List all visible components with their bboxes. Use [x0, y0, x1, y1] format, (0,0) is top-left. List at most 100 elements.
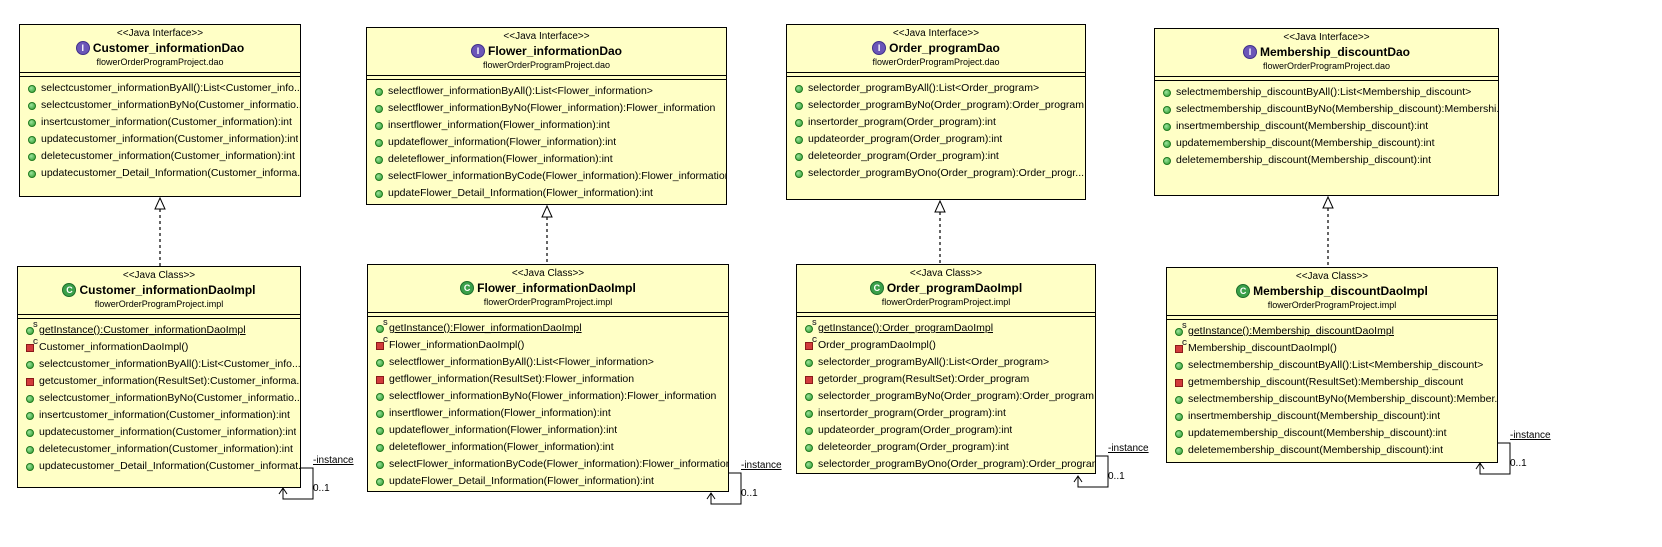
method-row[interactable]: updateorder_program(Order_program):int: [787, 131, 1085, 148]
method-row[interactable]: updateorder_program(Order_program):int: [797, 422, 1095, 439]
method-row[interactable]: insertcustomer_information(Customer_info…: [20, 114, 300, 131]
method-row[interactable]: deleteflower_information(Flower_informat…: [367, 151, 726, 168]
method-signature: deleteflower_information(Flower_informat…: [389, 441, 614, 453]
method-row[interactable]: selectmembership_discountByAll():List<Me…: [1167, 357, 1497, 374]
method-row[interactable]: selectorder_programByNo(Order_program):O…: [797, 388, 1095, 405]
method-row[interactable]: getflower_information(ResultSet):Flower_…: [368, 371, 728, 388]
public-method-icon: [26, 462, 34, 471]
method-row[interactable]: getcustomer_information(ResultSet):Custo…: [18, 373, 300, 390]
method-row[interactable]: deleteorder_program(Order_program):int: [797, 439, 1095, 456]
method-row[interactable]: getorder_program(ResultSet):Order_progra…: [797, 371, 1095, 388]
method-row[interactable]: selectcustomer_informationByAll():List<C…: [20, 80, 300, 97]
public-method-icon: [28, 84, 36, 93]
public-method-icon: [376, 409, 384, 418]
constructor-marker-icon: C: [383, 336, 389, 344]
method-row[interactable]: insertflower_information(Flower_informat…: [368, 405, 728, 422]
method-row[interactable]: updatemembership_discount(Membership_dis…: [1155, 135, 1498, 152]
method-row[interactable]: updatecustomer_information(Customer_info…: [20, 131, 300, 148]
public-method-icon: [1163, 105, 1171, 114]
method-signature: selectflower_informationByAll():List<Flo…: [388, 85, 653, 97]
realization-arrowhead: [934, 199, 946, 213]
method-signature: Flower_informationDaoImpl(): [389, 339, 525, 351]
method-row[interactable]: selectflower_informationByNo(Flower_info…: [367, 100, 726, 117]
public-method-icon: [376, 477, 384, 486]
method-row[interactable]: deleteflower_information(Flower_informat…: [368, 439, 728, 456]
realization-arrowhead: [1322, 195, 1334, 209]
method-row[interactable]: insertorder_program(Order_program):int: [787, 114, 1085, 131]
method-row[interactable]: selectcustomer_informationByNo(Customer_…: [20, 97, 300, 114]
method-row[interactable]: updatemembership_discount(Membership_dis…: [1167, 425, 1497, 442]
attributes-compartment: [368, 312, 728, 317]
method-row[interactable]: updateflower_information(Flower_informat…: [367, 134, 726, 151]
self-association-line: [282, 467, 314, 500]
method-row[interactable]: selectmembership_discountByNo(Membership…: [1167, 391, 1497, 408]
stereotype-label: <<Java Interface>>: [892, 28, 980, 39]
method-row[interactable]: getmembership_discount(ResultSet):Member…: [1167, 374, 1497, 391]
multiplicity-label: 0..1: [1108, 471, 1125, 482]
method-row[interactable]: selectcustomer_informationByNo(Customer_…: [18, 390, 300, 407]
method-row[interactable]: selectorder_programByNo(Order_program):O…: [787, 97, 1085, 114]
method-row[interactable]: insertcustomer_information(Customer_info…: [18, 407, 300, 424]
attributes-compartment: [367, 75, 726, 80]
method-row[interactable]: selectcustomer_informationByAll():List<C…: [18, 356, 300, 373]
method-row[interactable]: selectflower_informationByAll():List<Flo…: [368, 354, 728, 371]
method-row[interactable]: selectmembership_discountByAll():List<Me…: [1155, 84, 1498, 101]
method-row[interactable]: updateFlower_Detail_Information(Flower_i…: [368, 473, 728, 490]
method-row[interactable]: deletemembership_discount(Membership_dis…: [1155, 152, 1498, 169]
method-row[interactable]: updatecustomer_information(Customer_info…: [18, 424, 300, 441]
method-row[interactable]: deletemembership_discount(Membership_dis…: [1167, 442, 1497, 459]
attributes-compartment: [787, 72, 1085, 77]
method-row[interactable]: selectorder_programByOno(Order_program):…: [787, 165, 1085, 182]
method-signature: deletecustomer_information(Customer_info…: [39, 443, 293, 455]
multiplicity-label: 0..1: [741, 488, 758, 499]
method-row[interactable]: selectFlower_informationByCode(Flower_in…: [368, 456, 728, 473]
self-association-arrowhead: [706, 492, 716, 500]
method-row[interactable]: insertmembership_discount(Membership_dis…: [1155, 118, 1498, 135]
method-row[interactable]: deletecustomer_information(Customer_info…: [20, 148, 300, 165]
method-row[interactable]: selectorder_programByAll():List<Order_pr…: [787, 80, 1085, 97]
method-row[interactable]: selectorder_programByOno(Order_program):…: [797, 456, 1095, 473]
method-row[interactable]: selectmembership_discountByNo(Membership…: [1155, 101, 1498, 118]
method-signature: Membership_discountDaoImpl(): [1188, 342, 1337, 354]
method-row[interactable]: insertorder_program(Order_program):int: [797, 405, 1095, 422]
method-row[interactable]: deleteorder_program(Order_program):int: [787, 148, 1085, 165]
method-row[interactable]: insertflower_information(Flower_informat…: [367, 117, 726, 134]
method-row[interactable]: selectFlower_informationByCode(Flower_in…: [367, 168, 726, 185]
method-row[interactable]: selectflower_informationByAll():List<Flo…: [367, 83, 726, 100]
method-row[interactable]: selectorder_programByAll():List<Order_pr…: [797, 354, 1095, 371]
package-label: flowerOrderProgramProject.dao: [96, 57, 224, 67]
self-association-line: [1077, 455, 1109, 488]
method-row[interactable]: updateflower_information(Flower_informat…: [368, 422, 728, 439]
class-icon: C: [869, 281, 884, 295]
method-row[interactable]: selectflower_informationByNo(Flower_info…: [368, 388, 728, 405]
method-signature: updatecustomer_information(Customer_info…: [39, 426, 297, 438]
package-label: flowerOrderProgramProject.impl: [881, 297, 1011, 307]
method-row[interactable]: updatecustomer_Detail_Information(Custom…: [20, 165, 300, 182]
method-row[interactable]: updateFlower_Detail_Information(Flower_i…: [367, 185, 726, 202]
method-row[interactable]: updatecustomer_Detail_Information(Custom…: [18, 458, 300, 475]
static-marker-icon: S: [1182, 322, 1187, 330]
method-signature: deletemembership_discount(Membership_dis…: [1188, 444, 1444, 456]
method-row[interactable]: deletecustomer_information(Customer_info…: [18, 441, 300, 458]
method-row[interactable]: insertmembership_discount(Membership_dis…: [1167, 408, 1497, 425]
